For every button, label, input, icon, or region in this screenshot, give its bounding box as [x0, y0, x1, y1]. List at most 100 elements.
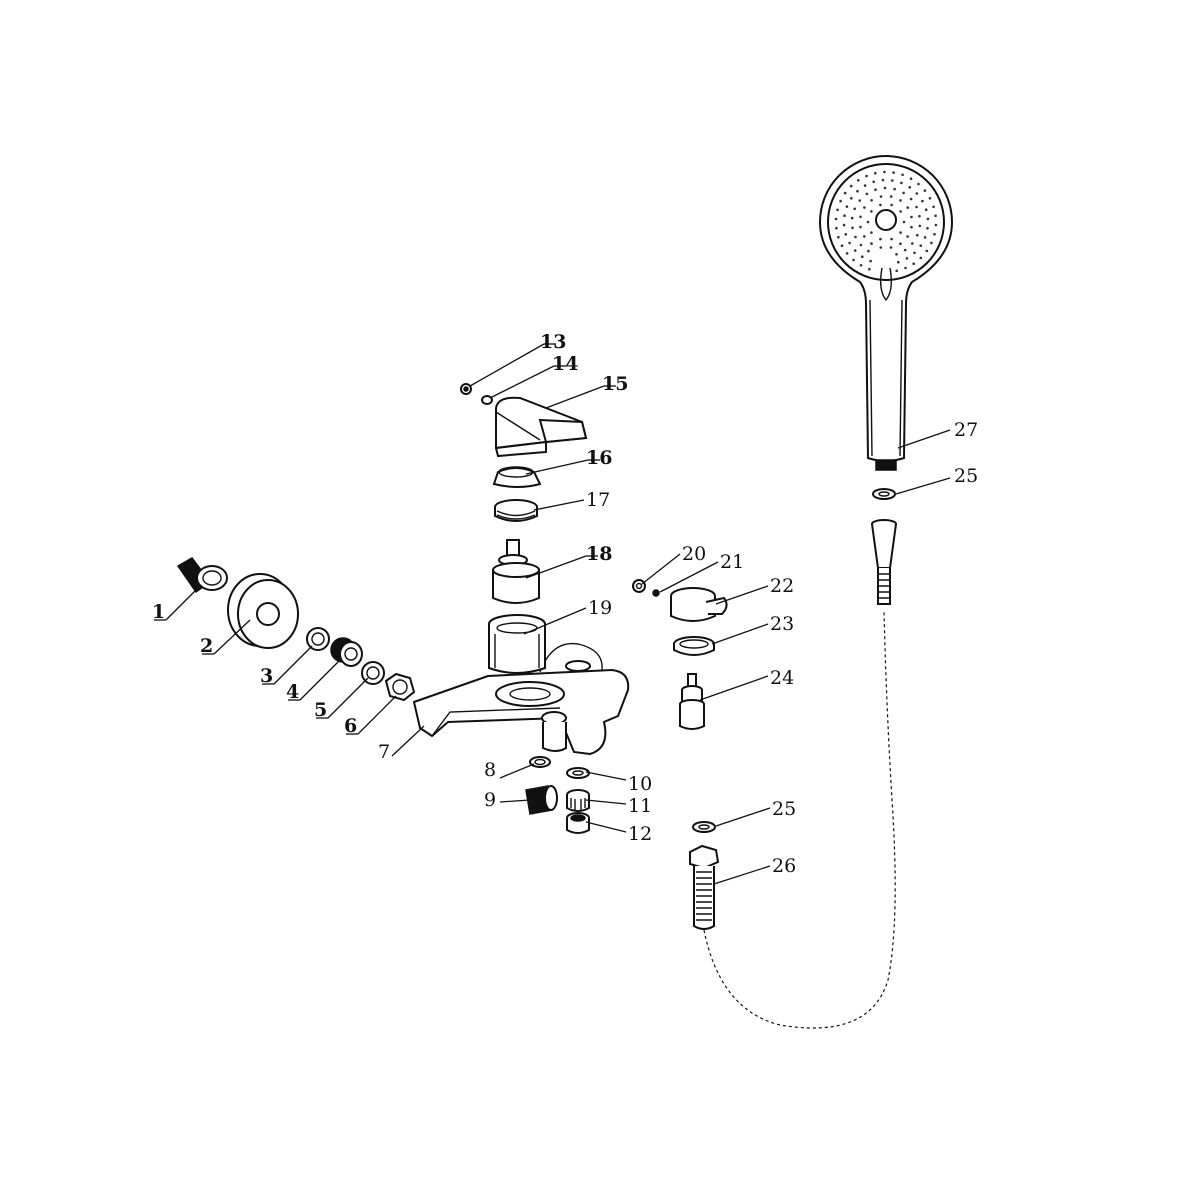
- nozzle-dot: [857, 179, 860, 182]
- nozzle-dot: [865, 174, 868, 178]
- nozzle-dot: [889, 195, 893, 198]
- nozzle-dot: [930, 241, 933, 245]
- nozzle-dot: [934, 223, 938, 227]
- nozzle-dot: [923, 236, 927, 239]
- nozzle-dot: [906, 235, 909, 238]
- nozzle-dot: [910, 215, 913, 219]
- part-27-hand-shower: [818, 155, 954, 471]
- nozzle-dot: [843, 191, 847, 195]
- nozzle-dot: [895, 269, 898, 273]
- nozzle-dot: [852, 258, 855, 262]
- nozzle-dot: [863, 206, 866, 209]
- nozzle-dot: [892, 171, 895, 174]
- nozzle-dot: [870, 242, 873, 245]
- part-24-diverter-spindle: [679, 673, 705, 730]
- nozzle-dot: [879, 203, 882, 207]
- nozzle-dot: [858, 199, 861, 202]
- part-9-insert: [525, 785, 558, 815]
- label-15: 15: [602, 373, 628, 395]
- nozzle-dot: [923, 189, 927, 192]
- part-10-washer: [566, 767, 590, 779]
- nozzle-dot: [899, 210, 902, 213]
- nozzle-dot: [932, 205, 935, 209]
- nozzle-dot: [863, 184, 867, 187]
- nozzle-dot: [908, 186, 911, 189]
- nozzle-dot: [859, 243, 863, 247]
- nozzle-dot: [874, 171, 877, 175]
- nozzle-dot: [881, 178, 885, 182]
- nozzle-dot: [901, 173, 904, 177]
- nozzle-dot: [842, 223, 846, 227]
- part-13-cap: [460, 383, 472, 395]
- nozzle-dot: [905, 257, 909, 260]
- part-15-lever-handle: [494, 396, 588, 458]
- nozzle-dot: [861, 255, 864, 258]
- label-8: 8: [484, 759, 496, 781]
- nozzle-dot: [918, 224, 922, 228]
- nozzle-dot: [909, 197, 913, 201]
- part-7-mixer-body: [412, 642, 630, 756]
- label-11: 11: [628, 795, 652, 817]
- nozzle-dot: [874, 188, 877, 191]
- label-27: 27: [954, 419, 978, 441]
- nozzle-dot: [853, 207, 856, 211]
- nozzle-dot: [899, 231, 902, 234]
- nozzle-dot: [911, 242, 914, 245]
- label-21: 21: [720, 551, 744, 573]
- nozzle-dot: [921, 199, 924, 203]
- label-17: 17: [586, 489, 610, 511]
- hose-cone-end: [871, 519, 897, 605]
- part-26-hose-nut: [689, 844, 720, 930]
- nozzle-dot: [883, 186, 887, 190]
- part-16-cover-cap: [492, 466, 542, 488]
- nozzle-dot: [915, 205, 918, 209]
- nozzle-dot: [895, 253, 898, 256]
- nozzle-dot: [854, 235, 857, 239]
- nozzle-dot: [859, 264, 863, 267]
- nozzle-dot: [836, 208, 839, 212]
- nozzle-dot: [870, 231, 873, 234]
- nozzle-dot: [853, 249, 857, 252]
- nozzle-dot: [902, 220, 906, 224]
- nozzle-dot: [859, 225, 862, 229]
- part-18-cartridge: [492, 539, 540, 604]
- nozzle-dot: [919, 244, 922, 247]
- nozzle-dot: [863, 235, 866, 238]
- part-22-diverter-knob: [670, 587, 728, 622]
- label-26: 26: [772, 855, 796, 877]
- label-4: 4: [286, 681, 299, 703]
- nozzle-dot: [867, 249, 870, 253]
- nozzle-dot: [844, 233, 848, 236]
- nozzle-dot: [879, 246, 883, 249]
- label-25-upper: 25: [954, 465, 978, 487]
- nozzle-dot: [856, 189, 859, 193]
- nozzle-dot: [928, 197, 932, 200]
- nozzle-dot: [934, 214, 937, 218]
- part-14-set-screw: [481, 395, 493, 405]
- nozzle-dot: [835, 226, 838, 230]
- label-25-lower: 25: [772, 798, 796, 820]
- nozzle-dot: [933, 232, 936, 236]
- nozzle-dot: [837, 235, 840, 239]
- nozzle-dots: [834, 170, 938, 273]
- nozzle-dot: [913, 251, 916, 255]
- nozzle-dot: [840, 244, 844, 247]
- nozzle-dot: [868, 267, 871, 271]
- nozzle-dot: [897, 260, 900, 264]
- shower-hose: [703, 609, 896, 1029]
- label-24: 24: [770, 667, 794, 689]
- nozzle-dot: [899, 242, 902, 245]
- nozzle-dot: [845, 252, 849, 255]
- nozzle-dot: [918, 214, 921, 218]
- nozzle-dot: [883, 170, 886, 174]
- nozzle-dot: [879, 237, 882, 241]
- nozzle-dot: [903, 248, 907, 252]
- nozzle-dot: [924, 208, 928, 211]
- nozzle-dot: [902, 191, 905, 195]
- label-13: 13: [540, 331, 566, 353]
- nozzle-dot: [926, 227, 929, 230]
- label-10: 10: [628, 773, 652, 795]
- part-1-eccentric-connector: [176, 557, 228, 594]
